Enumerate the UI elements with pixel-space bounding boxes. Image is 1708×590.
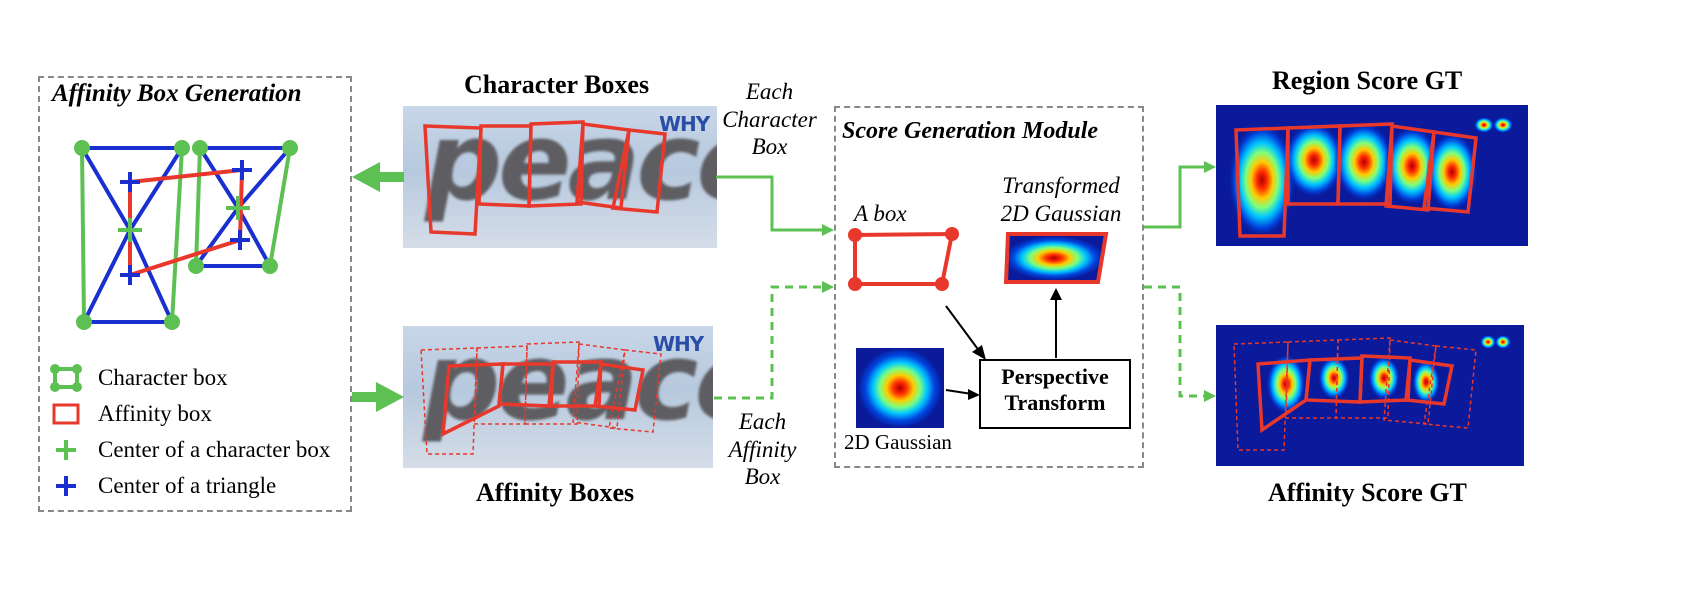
arrow-to-panel-top [352,162,404,192]
photo-watermark: WHY [659,112,710,136]
legend-center-triangle: Center of a triangle [50,470,276,502]
gaussian-label: 2D Gaussian [844,430,952,454]
affinity-boxes-image: peace WHY [403,326,713,468]
red-box-icon [52,403,80,425]
each-affinity-box-label: Each Affinity Box [728,409,797,490]
affinity-box-overlays [420,341,662,455]
character-boxes-image: peace WHY [403,106,717,248]
green-box-icon [50,364,82,392]
photo-word: peace [423,326,713,445]
transformed-gaussian-label: Transformed 2D Gaussian [1000,173,1122,226]
solid-connector-out [1144,165,1208,229]
legend-center-character: Center of a character box [50,434,330,466]
score-module-title: Score Generation Module [842,118,1099,144]
green-plus-icon [56,440,76,460]
perspective-transform-box [979,359,1131,429]
legend-label: Character box [98,365,228,390]
transformed-gaussian-box [1003,232,1109,284]
affinity-score-title: Affinity Score GT [1268,478,1467,507]
photo-watermark: WHY [653,332,704,356]
legend-label: Affinity box [98,401,212,426]
score-generation-module-panel [834,106,1144,468]
affinity-boxes-title: Affinity Boxes [476,478,635,507]
region-score-title: Region Score GT [1272,66,1463,95]
legend-label: Center of a character box [98,437,331,462]
blue-plus-icon [56,476,76,496]
solid-connector-in [716,175,826,232]
affinity-panel-title: Affinity Box Generation [52,80,302,107]
each-character-box-label: Each Character Box [722,79,817,160]
dashed-connector-in [714,285,826,400]
a-box-label: A box [854,201,907,226]
character-boxes-title: Character Boxes [464,70,650,99]
legend-label: Center of a triangle [98,473,277,498]
dashed-connector-out [1144,285,1208,398]
perspective-transform-label: Perspective Transform [1001,364,1109,416]
legend-affinity-box: Affinity box [50,398,212,430]
affinity-box-generation-panel [38,76,352,512]
arrow-to-panel-bottom [352,382,404,412]
legend-character-box: Character box [50,362,228,394]
character-box-overlays [423,120,667,236]
